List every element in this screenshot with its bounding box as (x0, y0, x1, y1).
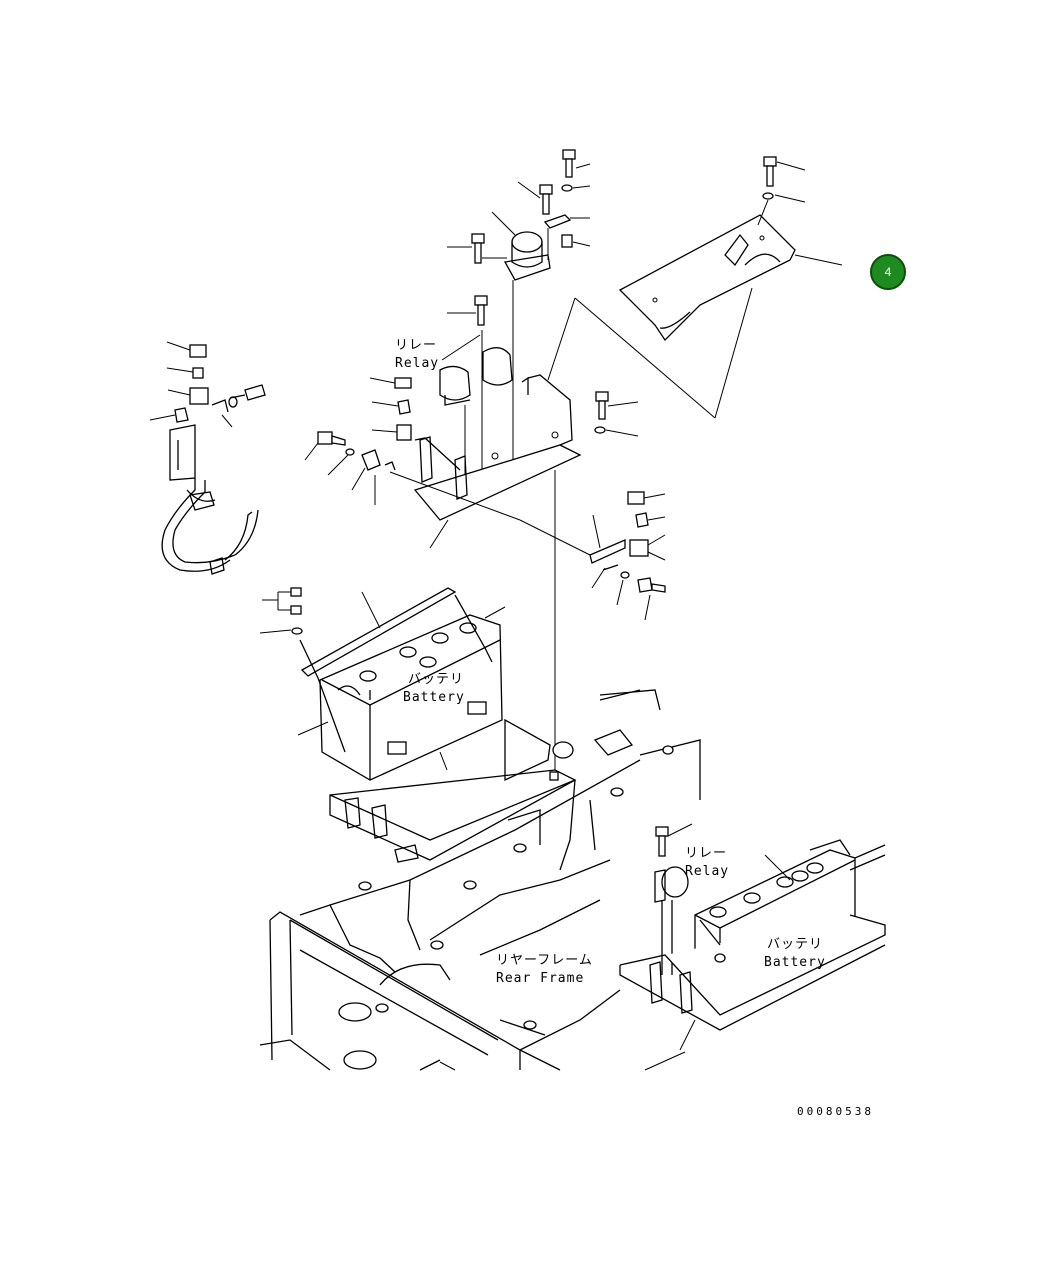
relay-bracket (413, 374, 582, 549)
cable-harness-left (149, 341, 266, 575)
guide-lines (547, 287, 753, 770)
connector-cluster-left (304, 377, 412, 505)
relay-right-label-en: Relay (685, 864, 730, 879)
relay-top (491, 211, 551, 465)
relay-top-label-en: Relay (395, 356, 440, 371)
battery-bottom-right (619, 839, 886, 1071)
rear-frame-label-jp: リヤーフレーム (496, 953, 593, 968)
battery-middle-label-jp: バッテリ (408, 672, 465, 687)
battery-middle-label-en: Battery (403, 690, 465, 705)
relay-top-label-jp: リレー (395, 338, 438, 353)
relay-pair (439, 295, 513, 480)
callout-4-button[interactable]: 4 (870, 254, 906, 290)
document-number: 00080538 (797, 1105, 874, 1118)
connector-cluster-right (389, 391, 666, 621)
cover-plate (618, 214, 843, 342)
relay-top-bolts (447, 149, 591, 264)
battery-holddown (259, 587, 506, 753)
battery-right-label-en: Battery (764, 955, 826, 970)
relay-bottom-right (654, 823, 693, 975)
bolt-top-right (757, 156, 806, 226)
rear-frame-label-en: Rear Frame (496, 971, 585, 986)
battery-tray (329, 718, 577, 863)
battery-middle (297, 614, 503, 781)
battery-right-label-jp: バッテリ (767, 937, 824, 952)
rear-frame (259, 689, 701, 1071)
relay-right-label-jp: リレー (685, 846, 728, 861)
